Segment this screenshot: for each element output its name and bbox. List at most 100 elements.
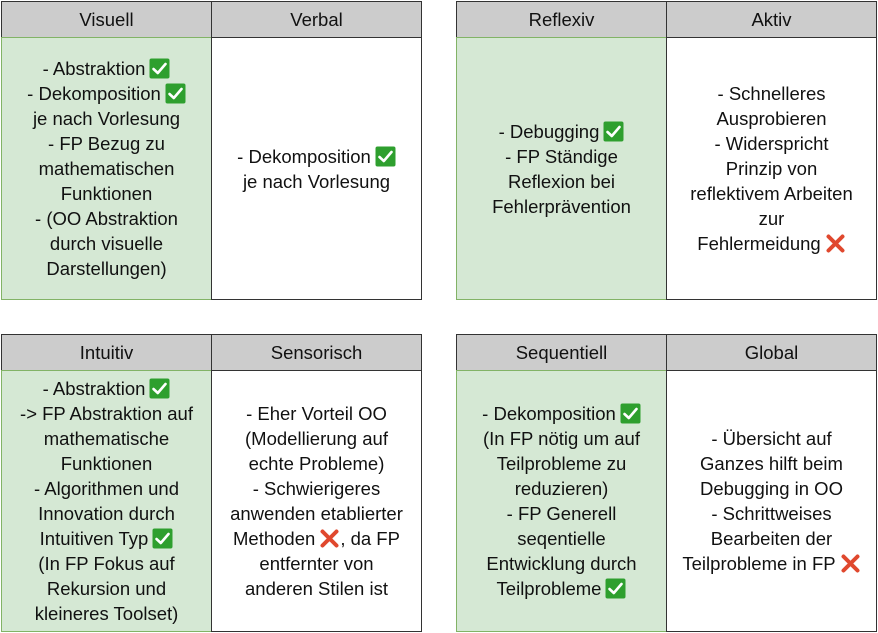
text-line-label: Debugging in OO — [700, 478, 843, 499]
text-line: mathematischen — [27, 156, 186, 181]
text-line-label: anwenden etablierter — [230, 503, 403, 524]
text-line-label: Funktionen — [60, 453, 153, 474]
text-line-label: - Debugging — [498, 120, 600, 142]
text-line: Intuitiven Typ — [20, 526, 193, 551]
text-line-label: (In FP Fokus auf — [38, 553, 175, 574]
text-line: - Eher Vorteil OO — [230, 401, 403, 426]
text-line-label: anderen Stilen ist — [245, 578, 388, 599]
check-icon — [620, 403, 641, 424]
text-line: Innovation durch — [20, 501, 193, 526]
text-line: je nach Vorlesung — [27, 106, 186, 131]
text-line-label: - Abstraktion — [42, 58, 146, 79]
text-line: - Algorithmen und — [20, 476, 193, 501]
text-line-label: Entwicklung durch — [486, 553, 637, 574]
text-line: anderen Stilen ist — [230, 576, 403, 601]
text-line: (In FP nötig um auf — [482, 426, 641, 451]
text-line-label: zur — [758, 208, 785, 229]
text-line-label: - Übersicht auf — [711, 428, 832, 449]
text-line-label: - Schwierigeres — [252, 478, 381, 499]
text-line-label: Intuitiven Typ — [39, 528, 149, 549]
cross-icon — [840, 553, 861, 574]
text-line: Fehlermeidung — [690, 231, 852, 256]
text-line-suffix: , da FP — [340, 528, 400, 549]
text-line-label: reduzieren) — [514, 478, 609, 499]
text-line-label: Prinzip von — [725, 158, 818, 179]
text-line: Teilprobleme zu — [482, 451, 641, 476]
text-line-label: Ausprobieren — [716, 108, 827, 129]
text-line: seqentielle — [482, 526, 641, 551]
text-line-label: - Schnelleres — [717, 83, 826, 104]
text-line: - Schrittweises — [682, 501, 860, 526]
text-line: - FP Bezug zu — [27, 131, 186, 156]
text-line-label: durch visuelle — [49, 233, 164, 254]
text-line: Funktionen — [27, 181, 186, 206]
text-line: zur — [690, 206, 852, 231]
text-line-label: reflektivem Arbeiten — [690, 183, 853, 204]
text-line: Prinzip von — [690, 156, 852, 181]
text-line-label: Fehlermeidung — [697, 233, 821, 254]
check-icon — [605, 578, 626, 599]
check-icon — [149, 378, 170, 399]
text-line-label: entfernter von — [259, 553, 374, 574]
text-line-label: - Widerspricht — [714, 133, 829, 154]
check-icon — [149, 58, 170, 79]
cross-icon — [825, 233, 846, 254]
text-line-label: - Schrittweises — [711, 503, 832, 524]
check-icon — [603, 121, 624, 142]
text-line-label: - FP Ständige — [505, 145, 618, 167]
text-line-label: - Abstraktion — [42, 378, 146, 399]
text-line: durch visuelle — [27, 231, 186, 256]
text-line: - Abstraktion — [20, 376, 193, 401]
text-line-label: mathematischen — [38, 158, 175, 179]
header-aktiv: Aktiv — [666, 1, 877, 38]
text-line: Darstellungen) — [27, 256, 186, 281]
text-line: - Schnelleres — [690, 81, 852, 106]
text-line-label: - Dekomposition — [27, 83, 161, 104]
text-line-label: -> FP Abstraktion auf — [20, 403, 193, 424]
cross-icon — [319, 528, 340, 549]
text-line: - Debugging — [492, 119, 631, 144]
text-line-label: Bearbeiten der — [710, 528, 833, 549]
text-line-label: Teilprobleme in FP — [682, 553, 836, 574]
text-line: Rekursion und — [20, 576, 193, 601]
text-line-label: Reflexion bei — [508, 170, 615, 192]
text-line-label: Teilprobleme — [496, 578, 602, 599]
text-line: Entwicklung durch — [482, 551, 641, 576]
text-line: - Dekomposition — [27, 81, 186, 106]
text-line-label: - Eher Vorteil OO — [246, 403, 387, 424]
text-line: - Übersicht auf — [682, 426, 860, 451]
text-line: - Schwierigeres — [230, 476, 403, 501]
text-line: Bearbeiten der — [682, 526, 860, 551]
text-line-label: Innovation durch — [38, 503, 175, 524]
text-line: (In FP Fokus auf — [20, 551, 193, 576]
header-global: Global — [666, 334, 877, 371]
text-line-label: Methoden — [233, 528, 316, 549]
text-line: - Widerspricht — [690, 131, 852, 156]
text-line-label: - (OO Abstraktion — [35, 208, 178, 229]
text-line-label: Rekursion und — [46, 578, 167, 599]
text-line: reduzieren) — [482, 476, 641, 501]
text-line-label: Ganzes hilft beim — [700, 453, 843, 474]
text-line: Methoden , da FP — [230, 526, 403, 551]
text-line: echte Probleme) — [230, 451, 403, 476]
text-line-label: - Dekomposition — [482, 403, 616, 424]
text-line-label: je nach Vorlesung — [242, 170, 391, 192]
text-line: Funktionen — [20, 451, 193, 476]
quadrant-visuell-verbal: Visuell Verbal - Abstraktion- Dekomposit… — [1, 1, 422, 300]
text-line: (Modellierung auf — [230, 426, 403, 451]
quadrant-intuitiv-sensorisch: Intuitiv Sensorisch - Abstraktion-> FP A… — [1, 334, 422, 632]
text-line-label: - Dekomposition — [237, 145, 371, 167]
text-line: Reflexion bei — [492, 169, 631, 194]
text-line: - (OO Abstraktion — [27, 206, 186, 231]
